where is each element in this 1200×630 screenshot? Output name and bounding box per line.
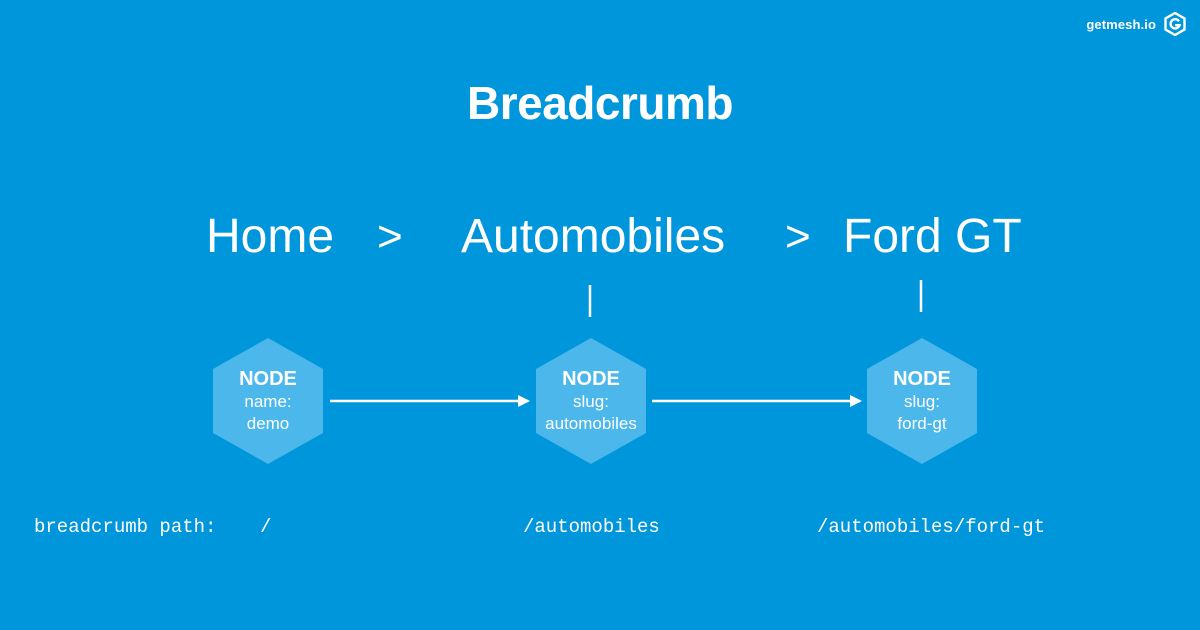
brand[interactable]: getmesh.io (1086, 12, 1186, 36)
node-ford-gt: NODE slug: ford-gt (864, 336, 980, 466)
node-key: name: (244, 392, 292, 411)
page-title: Breadcrumb (467, 77, 733, 129)
brand-name: getmesh.io (1086, 16, 1156, 32)
breadcrumb-path-automobiles: /automobiles (523, 516, 660, 538)
breadcrumb-item-automobiles: Automobiles (461, 210, 726, 263)
breadcrumb-separator: > (785, 212, 811, 261)
breadcrumb-item-ford-gt: Ford GT (843, 210, 1022, 263)
node-key: slug: (573, 392, 609, 411)
node-demo: NODE name: demo (210, 336, 326, 466)
hexagon-shape (867, 338, 977, 464)
node-heading: NODE (893, 368, 951, 390)
node-value: automobiles (545, 414, 637, 433)
node-key: slug: (904, 392, 940, 411)
breadcrumb-item-home: Home (206, 210, 335, 263)
hexagon-shape (213, 338, 323, 464)
getmesh-logo-icon (1164, 12, 1186, 36)
breadcrumb-path-root: / (260, 516, 272, 538)
node-heading: NODE (239, 368, 297, 390)
node-heading: NODE (562, 368, 620, 390)
node-value: demo (246, 414, 290, 433)
breadcrumb-path-label: breadcrumb path: (34, 516, 217, 538)
breadcrumb-path-ford-gt: /automobiles/ford-gt (817, 516, 1046, 538)
breadcrumb-separator: > (377, 212, 403, 261)
node-automobiles: NODE slug: automobiles (533, 336, 649, 466)
node-value: ford-gt (897, 414, 947, 433)
hexagon-shape (536, 338, 646, 464)
